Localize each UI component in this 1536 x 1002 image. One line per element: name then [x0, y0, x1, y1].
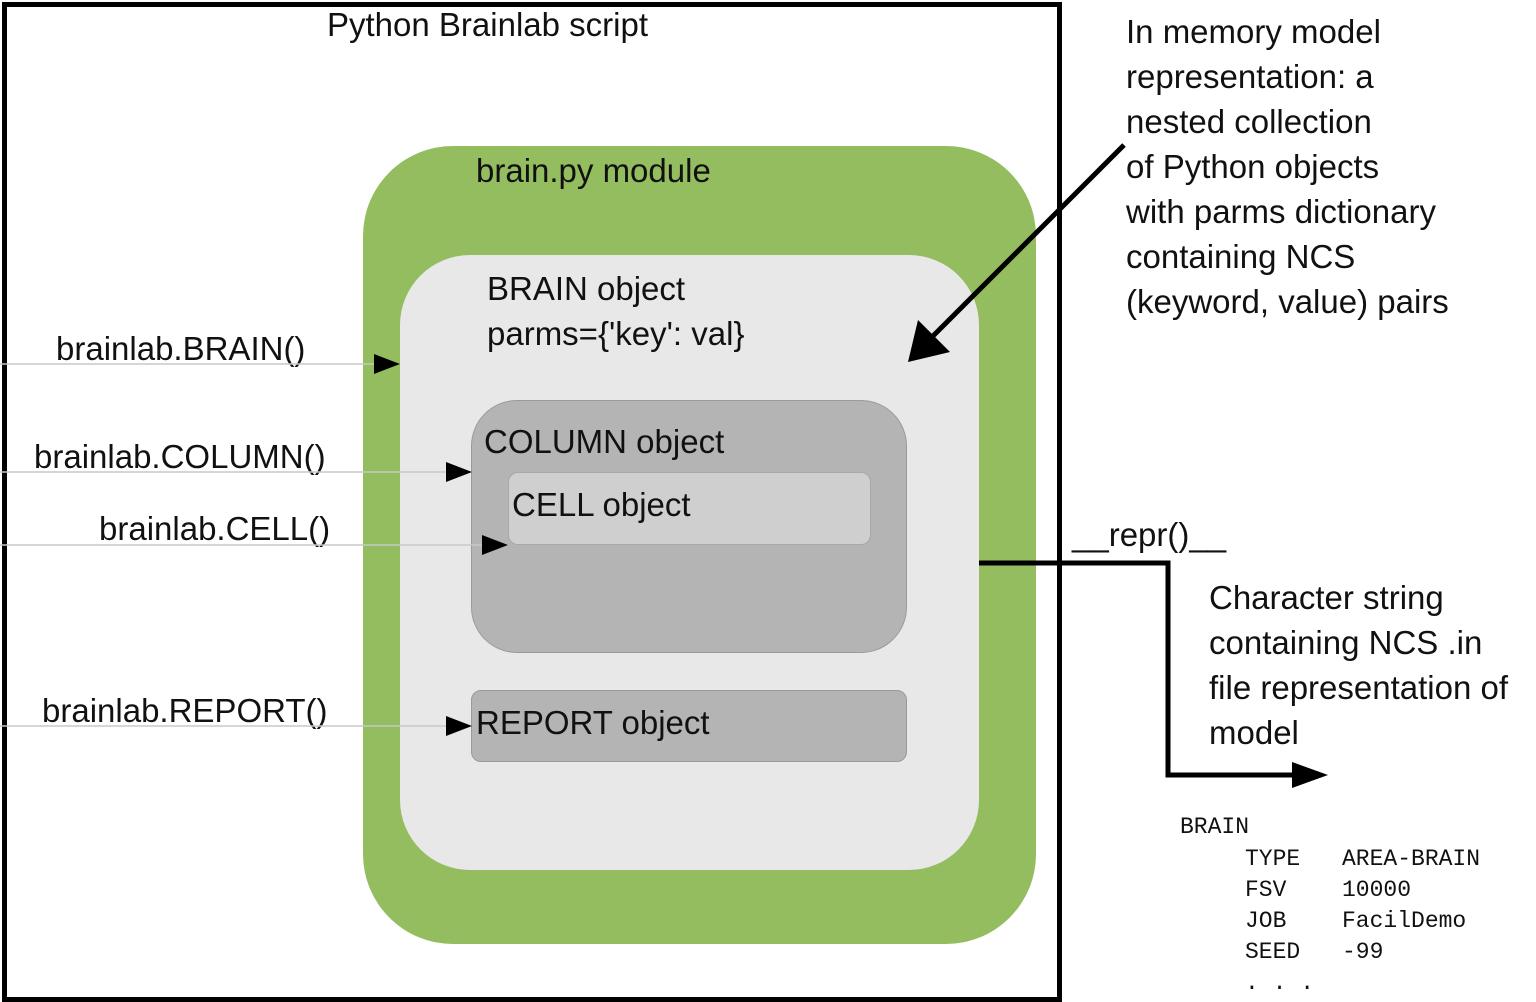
cell-call-arrowhead — [482, 535, 508, 555]
memory-note-line: containing NCS — [1126, 238, 1356, 275]
output-note-line: containing NCS .in — [1209, 624, 1483, 661]
memory-note-line: representation: a — [1126, 58, 1374, 95]
ncs-value: AREA-BRAIN — [1342, 846, 1481, 872]
ncs-ellipsis: . . . — [1245, 970, 1315, 996]
output-note-line: model — [1209, 714, 1299, 751]
ncs-key: TYPE — [1245, 846, 1301, 872]
repr-output-path — [979, 560, 1296, 778]
call-column-label: brainlab.COLUMN() — [34, 438, 326, 475]
output-note-line: file representation of — [1209, 669, 1509, 706]
report-call-arrowhead — [446, 716, 472, 736]
report-object-box — [471, 690, 907, 762]
cell-object-label: CELL object — [512, 486, 691, 523]
report-object-label: REPORT object — [476, 704, 710, 741]
memory-note-arrow-line — [927, 143, 1126, 342]
call-brain-label: brainlab.BRAIN() — [56, 330, 306, 367]
memory-note-line: (keyword, value) pairs — [1126, 283, 1449, 320]
brain-object-title: BRAIN object — [487, 270, 686, 307]
module-label: brain.py module — [476, 152, 711, 189]
memory-note-line: with parms dictionary — [1126, 193, 1436, 230]
ncs-key: JOB — [1245, 908, 1287, 934]
ncs-value: -99 — [1342, 939, 1384, 965]
ncs-value: 10000 — [1342, 877, 1412, 903]
call-report-label: brainlab.REPORT() — [42, 692, 328, 729]
memory-note-line: In memory model — [1126, 13, 1381, 50]
repr-output-arrowhead — [1292, 762, 1328, 788]
ncs-value: FacilDemo — [1342, 908, 1467, 934]
ncs-key: SEED — [1245, 939, 1301, 965]
ncs-header: BRAIN — [1180, 814, 1250, 840]
repr-label: __repr()__ — [1072, 516, 1227, 553]
brain-call-arrowhead — [374, 354, 400, 374]
brain-object-parms: parms={'key': val} — [487, 315, 745, 352]
call-cell-label: brainlab.CELL() — [99, 510, 331, 547]
memory-note-line: of Python objects — [1126, 148, 1380, 185]
output-note-line: Character string — [1209, 579, 1444, 616]
column-call-arrowhead — [446, 462, 472, 482]
memory-note-arrowhead — [908, 320, 950, 362]
column-object-label: COLUMN object — [484, 423, 725, 460]
memory-note-line: nested collection — [1126, 103, 1372, 140]
ncs-key: FSV — [1245, 877, 1287, 903]
cell-object-box — [508, 472, 871, 545]
script-title: Python Brainlab script — [327, 6, 648, 43]
